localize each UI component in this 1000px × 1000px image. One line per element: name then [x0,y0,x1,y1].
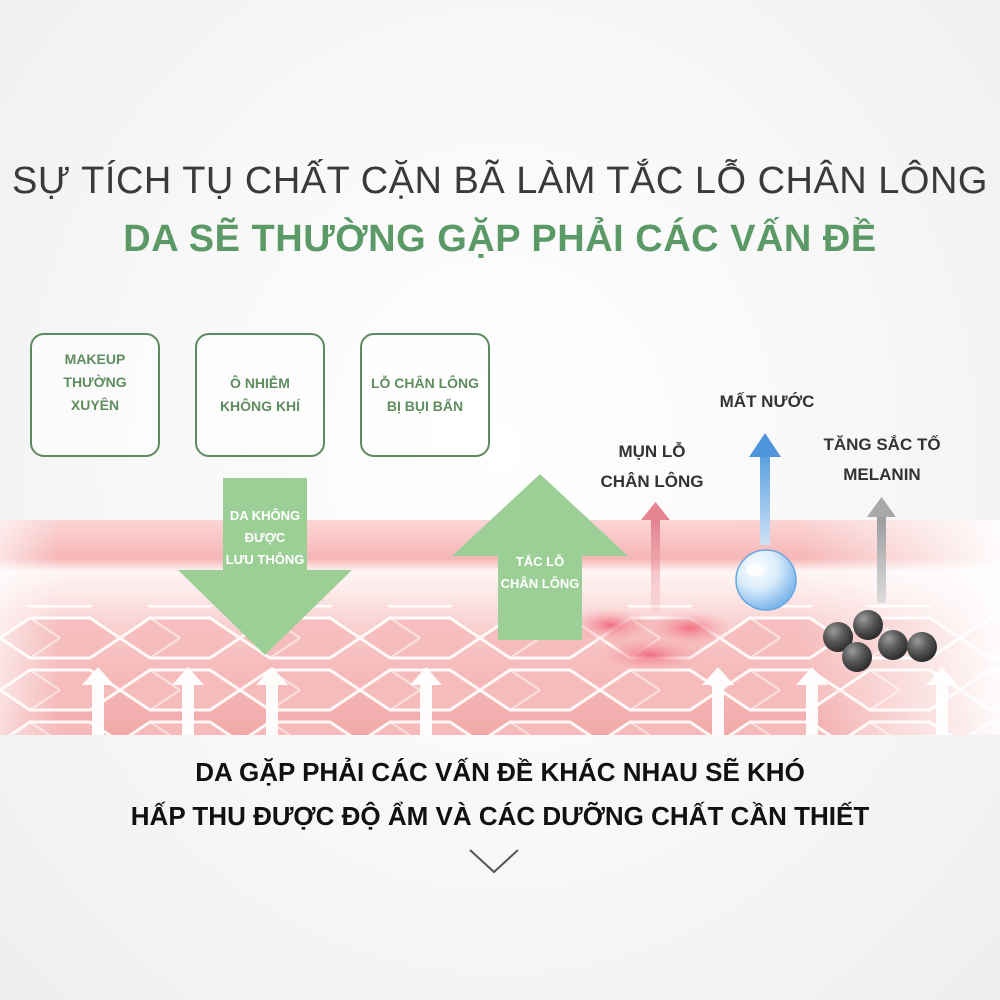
page-title: SỰ TÍCH TỤ CHẤT CẶN BÃ LÀM TẮC LỖ CHÂN L… [12,160,988,202]
droplet-icon [735,549,797,611]
page-subtitle: DA SẼ THƯỜNG GẶP PHẢI CÁC VẤN ĐỀ [123,218,877,260]
label-dehydration: MẤT NƯỚC [719,392,815,411]
water-arrow-icon [749,433,781,545]
chevron-down-icon [469,849,519,874]
cause-line: KHÔNG KHÍ [219,398,301,414]
down-arrow-label: DA KHÔNG ĐƯỢC LƯU THÔNG [225,508,305,567]
label-acne: MỤN LỖ CHÂN LÔNG [600,442,704,491]
up-arrow [452,474,628,640]
cause-line: MAKEUP [64,350,126,367]
label-melanin: TĂNG SẮC TỐ MELANIN [823,435,941,484]
cause-line: THƯỜNG XUYÊN [63,373,127,413]
cause-box-makeup: MAKEUP THƯỜNG XUYÊN [30,333,160,457]
melanin-arrow-icon [867,497,896,603]
acne-arrow-icon [641,502,670,613]
cause-box-pollution: Ô NHIỄM KHÔNG KHÍ [195,333,325,457]
cause-line: BỊ BỤI BẨN [386,398,464,414]
cause-box-dirty-pores: LỖ CHÂN LÔNG BỊ BỤI BẨN [360,333,490,457]
down-arrow [178,478,352,655]
footer-line-1: DA GẶP PHẢI CÁC VẤN ĐỀ KHÁC NHAU SẼ KHÓ [195,757,805,787]
cause-line: LỖ CHÂN LÔNG [370,375,480,391]
up-arrow-label: TẮC LỖ CHÂN LÔNG [500,554,580,591]
cause-line: Ô NHIỄM [230,375,290,391]
melanin-particles-icon [823,610,937,672]
footer-line-2: HẤP THU ĐƯỢC ĐỘ ẨM VÀ CÁC DƯỠNG CHẤT CẦN… [130,801,870,831]
